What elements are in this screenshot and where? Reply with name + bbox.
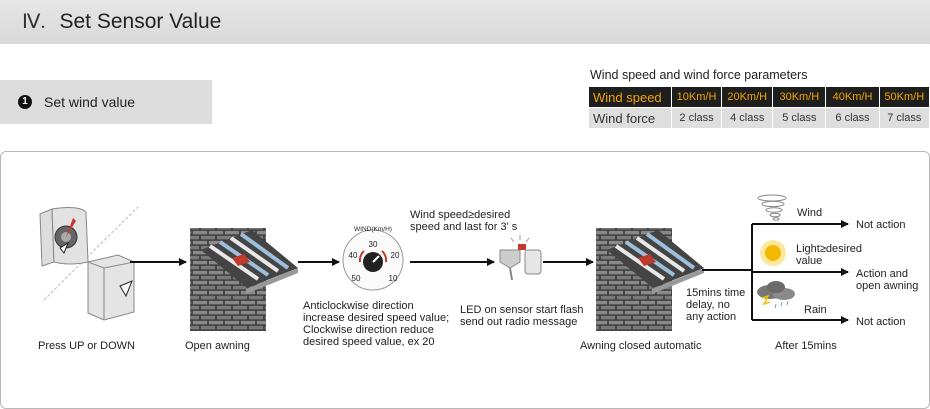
delay-note-line: any action	[686, 311, 737, 323]
rain-cloud-icon	[757, 281, 795, 309]
section-header	[0, 0, 930, 44]
speed-note-line: speed and last for 3' s	[410, 221, 518, 233]
open-awning-icon	[190, 228, 298, 331]
delay-note-line: delay, no	[686, 299, 730, 311]
wind-action-label: Not action	[856, 219, 906, 231]
light-condition-line: value	[796, 255, 823, 267]
force-cell: 2 class	[670, 107, 723, 129]
closed-awning-label: Awning closed automatic	[580, 340, 702, 352]
sun-icon	[760, 240, 786, 266]
led-note-line: send out radio message	[460, 316, 578, 328]
dial-mark: 10	[389, 274, 398, 283]
wind-condition-label: Wind	[797, 207, 823, 219]
force-cell: 5 class	[772, 107, 827, 129]
closed-awning-icon	[596, 228, 704, 331]
wind-force-row: Wind force 2 class 4 class 5 class 6 cla…	[588, 107, 930, 129]
dial-mark: 40	[349, 251, 358, 260]
step-number-badge: 1	[18, 95, 32, 109]
wind-force-header: Wind force	[588, 107, 672, 129]
force-cell: 4 class	[721, 107, 774, 129]
rain-action-label: Not action	[856, 316, 906, 328]
force-cell: 7 class	[878, 107, 930, 129]
dial-mark: 30	[369, 240, 378, 249]
speed-cell: 20Km/H	[721, 86, 774, 108]
open-awning-label: Open awning	[185, 340, 250, 352]
speed-cell: 50Km/H	[878, 86, 930, 108]
dial-mark: 20	[391, 251, 400, 260]
page-title: Ⅳ. Set Sensor Value	[22, 9, 221, 34]
dial-mark: 50	[352, 274, 361, 283]
speed-note-line: Wind speed≥desired	[410, 209, 511, 221]
control-box-icon	[87, 254, 135, 321]
press-label: Press UP or DOWN	[38, 340, 135, 352]
section-title: Set Sensor Value	[59, 10, 222, 33]
dial-note-line: increase desired speed value;	[303, 312, 450, 324]
dial-note-line: Clockwise direction reduce	[303, 324, 434, 336]
wind-speed-dial: WIND(Km/H) 30 40 20 50 10	[342, 226, 404, 291]
speed-cell: 40Km/H	[825, 86, 880, 108]
section-numeral: Ⅳ.	[22, 11, 46, 33]
tornado-icon	[757, 194, 787, 221]
light-action-line: open awning	[856, 280, 919, 292]
wind-speed-header: Wind speed	[588, 86, 672, 108]
subsection-bar	[0, 80, 212, 124]
wind-speed-row: Wind speed 10Km/H 20Km/H 30Km/H 40Km/H 5…	[588, 86, 930, 108]
process-diagram-panel	[0, 151, 930, 409]
after-label: After 15mins	[775, 340, 837, 352]
led-note-line: LED on sensor start flash	[460, 304, 584, 316]
wind-sensor-icon	[499, 235, 542, 281]
force-cell: 6 class	[825, 107, 880, 129]
delay-note-line: 15mins time	[686, 287, 746, 299]
light-condition-line: Light≥desired	[796, 243, 862, 255]
parameters-table-title: Wind speed and wind force parameters	[590, 68, 808, 82]
rain-condition-label: Rain	[804, 304, 827, 316]
light-action-line: Action and	[856, 268, 908, 280]
dial-note-line: desired speed value, ex 20	[303, 336, 435, 348]
dial-note-line: Anticlockwise direction	[303, 300, 414, 312]
subsection-label: Set wind value	[44, 94, 136, 110]
remote-control-icon	[39, 204, 141, 301]
wind-parameters-table: Wind speed 10Km/H 20Km/H 30Km/H 40Km/H 5…	[588, 86, 930, 129]
dial-title: WIND(Km/H)	[354, 226, 392, 233]
speed-cell: 30Km/H	[772, 86, 827, 108]
speed-cell: 10Km/H	[670, 86, 723, 108]
